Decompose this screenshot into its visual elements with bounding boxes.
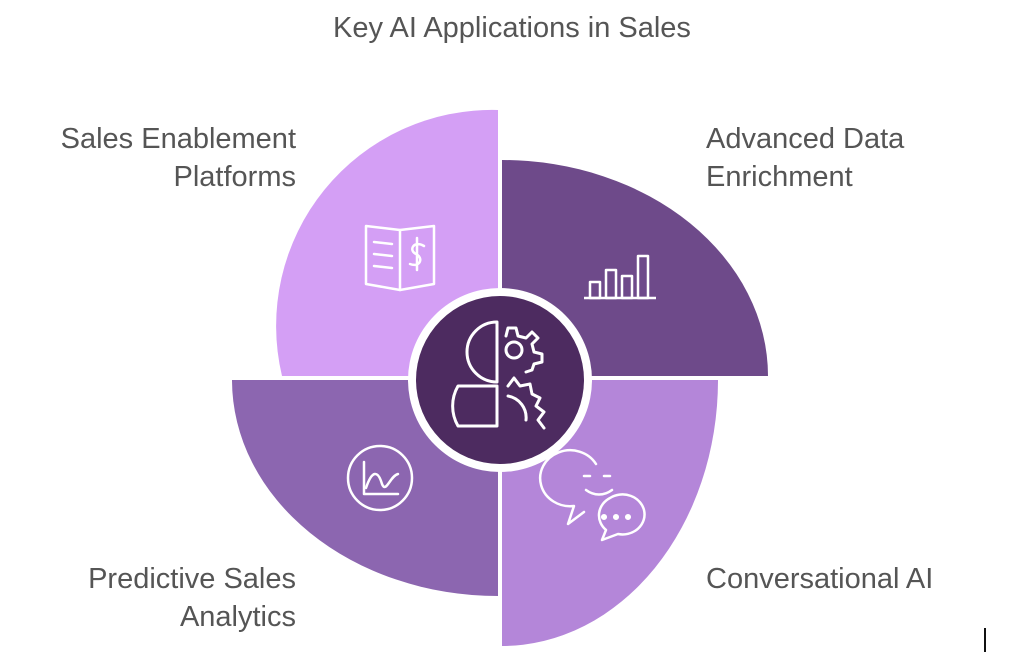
line-chart-icon: [346, 444, 414, 512]
label-conversational-ai: Conversational AI: [706, 560, 933, 598]
label-line: Enrichment: [706, 161, 853, 193]
label-advanced-data-enrichment: Advanced Data Enrichment: [706, 120, 904, 196]
label-line: Predictive Sales: [88, 563, 296, 595]
chat-bubbles-icon: [538, 448, 646, 542]
label-line: Conversational AI: [706, 563, 934, 595]
label-line: Advanced Data: [706, 123, 905, 155]
person-gear-icon: [451, 320, 546, 430]
label-line: Analytics: [179, 601, 296, 633]
text-cursor: [984, 628, 986, 652]
label-sales-enablement: Sales Enablement Platforms: [61, 120, 296, 196]
label-line: Platforms: [173, 161, 296, 193]
diagram-title: Key AI Applications in Sales: [333, 12, 691, 44]
label-predictive-sales-analytics: Predictive Sales Analytics: [88, 560, 296, 636]
book-dollar-icon: [364, 224, 436, 292]
label-line: Sales Enablement: [60, 123, 296, 155]
bar-chart-icon: [584, 254, 656, 300]
